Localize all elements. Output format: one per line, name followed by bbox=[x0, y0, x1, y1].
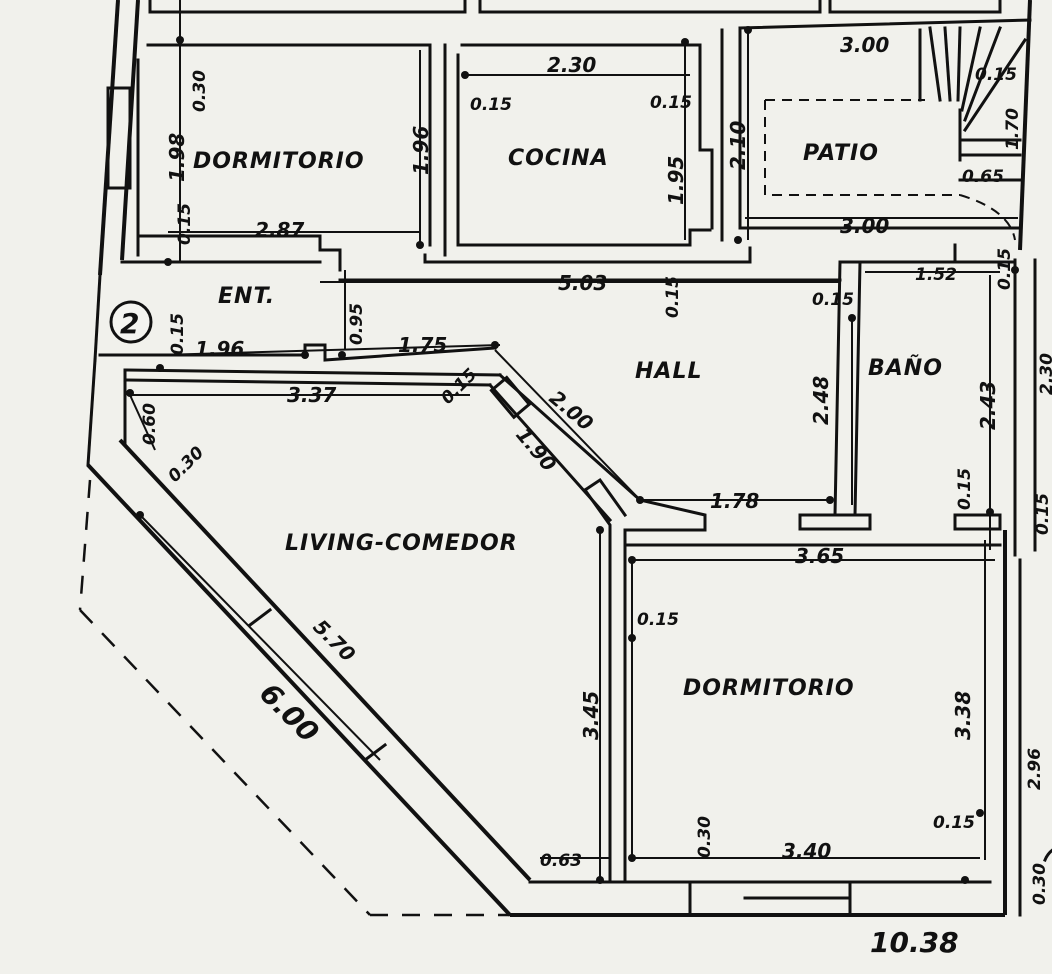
dim-015-h: 0.15 bbox=[168, 313, 188, 355]
dim-065: 0.65 bbox=[962, 167, 1004, 187]
dim-1038: 10.38 bbox=[870, 926, 959, 959]
dim-015-c: 0.15 bbox=[650, 93, 692, 113]
room-cocina: COCINA bbox=[508, 146, 609, 171]
dim-170: 1.70 bbox=[1003, 108, 1023, 150]
dimension-labels: 0.30 1.98 1.96 0.15 2.87 2.30 0.15 0.15 … bbox=[140, 33, 1052, 959]
marker-number: 2 bbox=[120, 307, 139, 340]
dim-015-right: 0.15 bbox=[1033, 493, 1052, 535]
dim-300-mid: 3.00 bbox=[840, 214, 889, 238]
dim-015-f: 0.15 bbox=[812, 290, 854, 310]
room-bano: BAÑO bbox=[868, 355, 943, 381]
dim-210: 2.10 bbox=[726, 121, 750, 170]
dim-015-l: 0.15 bbox=[933, 813, 975, 833]
room-dormitorio-top: DORMITORIO bbox=[193, 149, 365, 174]
room-dormitorio-bottom: DORMITORIO bbox=[683, 676, 855, 701]
dim-345: 3.45 bbox=[579, 691, 603, 740]
outer-walls bbox=[86, 0, 1037, 917]
dim-365: 3.65 bbox=[795, 544, 844, 568]
dim-243: 2.43 bbox=[976, 381, 1000, 430]
interior-walls bbox=[98, 18, 1032, 882]
dim-196: 1.96 bbox=[409, 126, 433, 175]
dimension-lines bbox=[129, 0, 1018, 880]
dim-190: 1.90 bbox=[511, 423, 561, 476]
dim-015-e: 0.15 bbox=[663, 276, 683, 318]
dimension-dots bbox=[126, 26, 1019, 884]
dim-195: 1.95 bbox=[664, 156, 688, 205]
dim-030-right: 0.30 bbox=[1030, 863, 1050, 905]
dim-198: 1.98 bbox=[165, 133, 189, 182]
dim-230: 2.30 bbox=[547, 53, 596, 77]
dim-015-k: 0.15 bbox=[637, 610, 679, 630]
room-patio: PATIO bbox=[803, 141, 879, 166]
dim-337: 3.37 bbox=[287, 383, 336, 407]
dim-030-bot: 0.30 bbox=[695, 816, 715, 858]
dim-248: 2.48 bbox=[809, 376, 833, 425]
dim-060: 0.60 bbox=[140, 403, 160, 445]
section-marker: 2 bbox=[109, 300, 153, 344]
dim-196-lower: 1.96 bbox=[195, 337, 244, 361]
dim-015-g: 0.15 bbox=[995, 248, 1015, 290]
dim-152: 1.52 bbox=[915, 265, 957, 285]
dim-175: 1.75 bbox=[398, 333, 447, 357]
dim-570: 5.70 bbox=[308, 615, 360, 667]
dim-178: 1.78 bbox=[710, 489, 759, 513]
dim-095: 0.95 bbox=[347, 303, 367, 345]
room-living-comedor: LIVING-COMEDOR bbox=[285, 531, 518, 556]
dim-015-b: 0.15 bbox=[470, 95, 512, 115]
dim-015-d: 0.15 bbox=[975, 65, 1017, 85]
dim-015-i: 0.15 bbox=[437, 365, 481, 409]
dim-340: 3.40 bbox=[782, 839, 831, 863]
dim-230-right: 2.30 bbox=[1037, 353, 1052, 395]
dim-287: 2.87 bbox=[255, 218, 304, 242]
dim-015-j: 0.15 bbox=[955, 468, 975, 510]
dim-503: 5.03 bbox=[558, 271, 607, 295]
room-hall: HALL bbox=[635, 359, 702, 384]
room-ent: ENT. bbox=[218, 284, 275, 309]
dim-338: 3.38 bbox=[951, 691, 975, 740]
dim-030-mid: 0.30 bbox=[164, 443, 208, 487]
dim-015-a: 0.15 bbox=[175, 203, 195, 245]
property-line bbox=[78, 479, 515, 917]
dim-063: 0.63 bbox=[540, 851, 582, 871]
dim-030-top: 0.30 bbox=[190, 70, 210, 112]
dim-300-top: 3.00 bbox=[840, 33, 889, 57]
dim-600: 6.00 bbox=[253, 677, 325, 749]
room-labels: DORMITORIO COCINA PATIO ENT. HALL BAÑO L… bbox=[193, 141, 943, 701]
dim-296: 2.96 bbox=[1025, 748, 1045, 790]
